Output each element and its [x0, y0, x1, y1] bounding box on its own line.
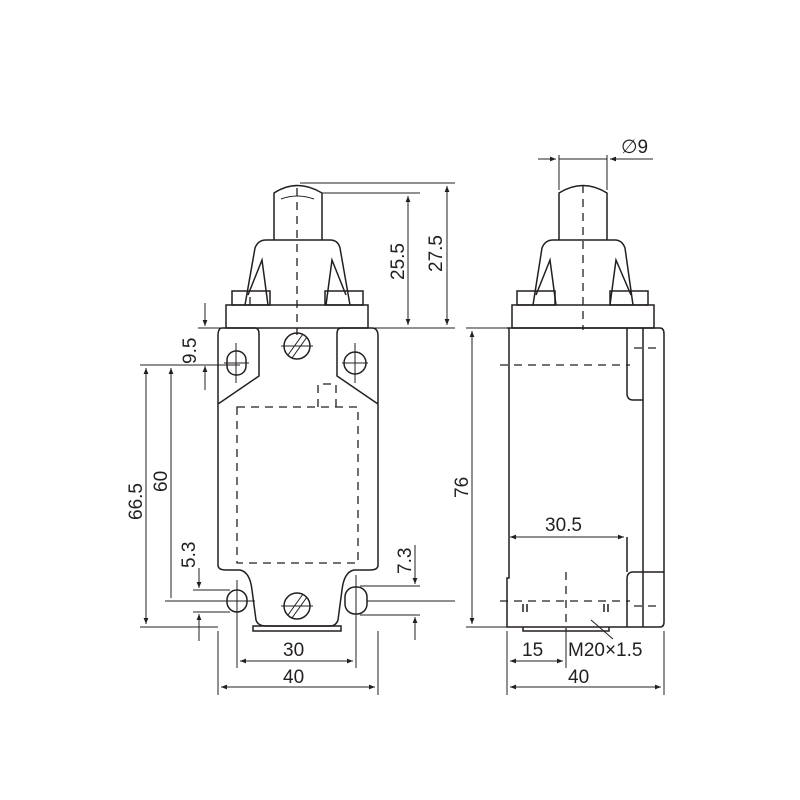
mounting-hole: [342, 343, 368, 383]
dim-27-5: 27.5: [426, 235, 447, 272]
screw-icon: [281, 592, 313, 620]
dim-15: 15: [522, 640, 543, 661]
front-view: 9.5 66.5 60 5.3 7.3 25.5 27.5 30 40: [126, 182, 455, 695]
dim-30-5: 30.5: [545, 515, 582, 536]
dim-diameter-9: ∅9: [621, 137, 648, 158]
dim-5-3: 5.3: [179, 542, 200, 568]
actuator-housing: [244, 239, 351, 306]
dim-76: 76: [452, 477, 473, 498]
dim-60: 60: [151, 471, 172, 492]
dim-66-5: 66.5: [126, 483, 147, 520]
mounting-hole: [224, 343, 249, 383]
screw-icon: [281, 332, 313, 360]
thread-spec: M20×1.5: [568, 640, 642, 661]
internal-cavity: [236, 406, 359, 564]
dim-30: 30: [283, 640, 304, 661]
dim-40: 40: [568, 667, 589, 688]
dim-40: 40: [283, 667, 304, 688]
side-view: ∅9 76 30.5 15 M20×1.5 40: [452, 137, 665, 695]
dim-7-3: 7.3: [395, 548, 416, 574]
dim-9-5: 9.5: [180, 338, 201, 364]
plunger: [273, 184, 323, 240]
body-outline: [506, 327, 665, 628]
actuator-housing: [532, 239, 634, 306]
dim-25-5: 25.5: [388, 243, 409, 280]
